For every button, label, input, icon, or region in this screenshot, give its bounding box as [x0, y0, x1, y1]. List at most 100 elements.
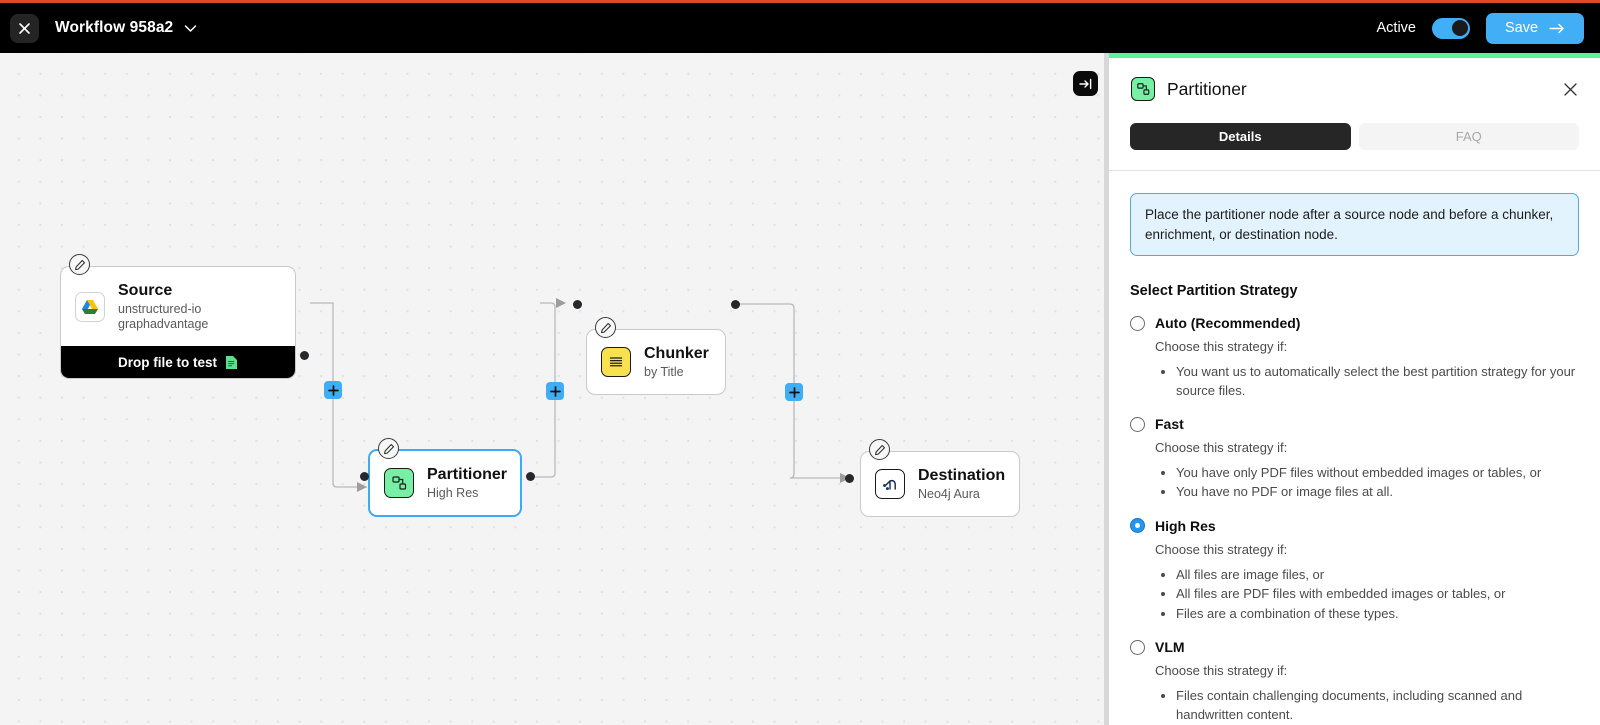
panel-title: Partitioner	[1167, 78, 1247, 99]
option-auto-label: Auto (Recommended)	[1155, 315, 1301, 332]
edit-node-button-partitioner[interactable]	[378, 438, 399, 459]
pencil-icon	[874, 444, 885, 455]
node-source[interactable]: Source unstructured-io graphadvantage Dr…	[60, 254, 296, 380]
workflow-canvas[interactable]: Source unstructured-io graphadvantage Dr…	[0, 53, 1104, 725]
close-icon	[1564, 82, 1577, 96]
port-partitioner-in[interactable]	[360, 472, 369, 481]
option-high-res[interactable]: High Res Choose this strategy if: All fi…	[1130, 518, 1579, 623]
section-heading-partition-strategy: Select Partition Strategy	[1130, 283, 1298, 300]
option-auto-head[interactable]: Auto (Recommended)	[1130, 315, 1579, 331]
chunker-lines-icon	[601, 347, 631, 378]
add-node-button-1[interactable]	[324, 381, 342, 399]
edge-source-partitioner	[310, 302, 367, 488]
list-item: All files are image files, or	[1176, 566, 1579, 584]
tab-faq[interactable]: FAQ	[1358, 123, 1579, 150]
port-destination-in[interactable]	[845, 474, 854, 483]
option-fast-hint: Choose this strategy if:	[1155, 440, 1288, 456]
list-item: You want us to automatically select the …	[1176, 363, 1579, 400]
node-destination-text: Destination Neo4j Aura	[918, 466, 1005, 502]
node-chunker-body: Chunker by Title	[587, 330, 725, 394]
option-vlm[interactable]: VLM Choose this strategy if: Files conta…	[1130, 639, 1579, 720]
pencil-icon	[600, 322, 611, 333]
node-title: Partitioner	[427, 466, 508, 483]
node-destination[interactable]: Destination Neo4j Aura	[860, 439, 1020, 518]
node-partitioner-body: Partitioner High Res	[370, 451, 520, 515]
option-fast[interactable]: Fast Choose this strategy if: You have o…	[1130, 416, 1579, 502]
save-button[interactable]: Save	[1486, 12, 1584, 44]
top-accent-line	[0, 0, 1600, 3]
node-partitioner[interactable]: Partitioner High Res	[368, 438, 522, 518]
plus-icon	[327, 384, 339, 396]
add-node-button-3[interactable]	[785, 383, 803, 401]
node-source-body: Source unstructured-io graphadvantage	[61, 267, 295, 346]
panel-content[interactable]: Place the partitioner node after a sourc…	[1109, 171, 1600, 720]
option-high-res-head[interactable]: High Res	[1130, 518, 1579, 534]
topbar-actions: Active Save	[1377, 12, 1600, 44]
node-title: Chunker	[644, 345, 709, 362]
radio-vlm[interactable]	[1130, 639, 1145, 655]
option-auto[interactable]: Auto (Recommended) Choose this strategy …	[1130, 315, 1579, 400]
panel-header: Partitioner	[1109, 58, 1600, 101]
option-high-res-label: High Res	[1155, 517, 1216, 534]
radio-fast[interactable]	[1130, 416, 1145, 432]
close-icon	[19, 22, 30, 34]
drop-file-to-test-button[interactable]: Drop file to test	[61, 346, 295, 379]
page-title: Workflow 958a2	[55, 19, 174, 36]
node-chunker[interactable]: Chunker by Title	[586, 317, 726, 396]
option-vlm-label: VLM	[1155, 639, 1185, 656]
partitioner-icon	[1131, 77, 1155, 101]
edit-node-button-chunker[interactable]	[595, 317, 616, 338]
node-chunker-text: Chunker by Title	[644, 344, 709, 380]
port-partitioner-out[interactable]	[526, 472, 535, 481]
active-toggle[interactable]	[1432, 17, 1470, 39]
document-green-icon	[226, 355, 237, 369]
node-destination-body: Destination Neo4j Aura	[861, 452, 1019, 516]
option-auto-hint: Choose this strategy if:	[1155, 339, 1288, 355]
node-partitioner-text: Partitioner High Res	[427, 465, 507, 501]
info-callout: Place the partitioner node after a sourc…	[1130, 193, 1579, 257]
list-item: You have no PDF or image files at all.	[1176, 483, 1579, 501]
node-title: Destination	[918, 467, 1006, 484]
google-drive-icon	[75, 291, 105, 322]
radio-auto[interactable]	[1130, 315, 1145, 331]
option-high-res-hint: Choose this strategy if:	[1155, 541, 1288, 557]
node-subtitle: High Res	[427, 486, 479, 501]
workflow-menu-button[interactable]	[184, 24, 197, 33]
port-chunker-out[interactable]	[731, 300, 740, 309]
collapse-panel-right-icon	[1078, 78, 1091, 89]
chevron-down-icon	[185, 24, 197, 32]
tab-details[interactable]: Details	[1130, 123, 1351, 150]
node-subtitle: by Title	[644, 365, 684, 380]
node-details-panel: Partitioner Details FAQ Place the partit…	[1109, 53, 1600, 725]
node-source-text: Source unstructured-io graphadvantage	[118, 281, 281, 332]
list-item: You have only PDF files without embedded…	[1176, 464, 1579, 482]
top-bar: Workflow 958a2 Active Save	[0, 3, 1600, 53]
option-fast-head[interactable]: Fast	[1130, 416, 1579, 432]
toggle-knob	[1451, 20, 1468, 36]
option-auto-bullets: You want us to automatically select the …	[1176, 363, 1579, 400]
arrow-right-icon	[1549, 23, 1564, 33]
collapse-panel-button[interactable]	[1073, 71, 1098, 96]
add-node-button-2[interactable]	[546, 382, 564, 400]
radio-high-res[interactable]	[1130, 518, 1145, 534]
option-vlm-hint: Choose this strategy if:	[1155, 663, 1288, 679]
plus-icon	[788, 386, 800, 398]
save-button-label: Save	[1504, 20, 1539, 36]
port-source-out[interactable]	[300, 351, 309, 360]
neo4j-icon	[875, 469, 905, 500]
option-vlm-bullets: Files contain challenging documents, inc…	[1176, 687, 1579, 720]
option-vlm-head[interactable]: VLM	[1130, 639, 1579, 655]
close-workflow-button[interactable]	[10, 13, 39, 43]
edit-node-button-destination[interactable]	[869, 439, 890, 460]
plus-icon	[549, 385, 561, 397]
pencil-icon	[74, 259, 85, 270]
close-panel-button[interactable]	[1563, 82, 1578, 97]
list-item: Files contain challenging documents, inc…	[1176, 687, 1579, 720]
port-chunker-in[interactable]	[573, 300, 582, 309]
list-item: Files are a combination of these types.	[1176, 605, 1579, 623]
node-title: Source	[118, 282, 173, 299]
edit-node-button-source[interactable]	[69, 254, 90, 275]
partitioner-icon	[384, 468, 414, 499]
option-fast-label: Fast	[1155, 416, 1184, 433]
